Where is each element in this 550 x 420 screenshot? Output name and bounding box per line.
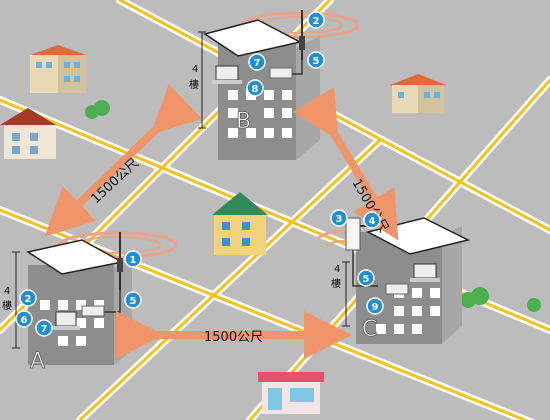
- building-c-letter: C: [362, 317, 377, 342]
- svg-text:3: 3: [336, 214, 343, 225]
- svg-text:9: 9: [372, 302, 379, 313]
- arrow-b-c: [293, 87, 399, 241]
- building-b-letter: B: [236, 109, 251, 134]
- svg-text:7: 7: [41, 324, 48, 335]
- svg-text:6: 6: [21, 315, 28, 326]
- svg-text:2: 2: [313, 16, 320, 27]
- badge-a-left-2: 2: [19, 289, 37, 307]
- building-b-floor-unit: 樓: [189, 78, 199, 91]
- badge-b-laptop: 7: [248, 53, 266, 71]
- badge-b-cable: 8: [246, 79, 264, 97]
- arrow-a-b: [44, 84, 202, 237]
- building-a-letter: A: [30, 349, 45, 374]
- house-top-left: [30, 45, 86, 93]
- badge-c-cable: 9: [366, 297, 384, 315]
- badge-a-left-6: 6: [15, 310, 33, 328]
- svg-text:8: 8: [252, 84, 259, 95]
- building-b-floor-number: 4: [192, 64, 198, 75]
- svg-text:4: 4: [369, 216, 376, 227]
- distance-arrows: [44, 84, 399, 359]
- building-a-floor-number: 4: [4, 286, 10, 297]
- svg-text:1: 1: [130, 255, 137, 266]
- house-green-center: [212, 192, 268, 255]
- badges: 2 5 7 8 1 2 6 7 5 3 4 5 9: [15, 11, 384, 337]
- badge-a-laptop: 7: [35, 319, 53, 337]
- badge-c-router: 5: [357, 269, 375, 287]
- building-c-floor-unit: 樓: [331, 277, 341, 290]
- badge-c-panel: 3: [330, 209, 348, 227]
- badge-a-antenna: 1: [124, 250, 142, 268]
- badge-b-router: 5: [307, 51, 325, 69]
- svg-text:2: 2: [25, 294, 32, 305]
- badge-a-router: 5: [124, 291, 142, 309]
- building-a-floor-unit: 樓: [2, 299, 12, 312]
- building-c-floor-number: 4: [334, 264, 340, 275]
- svg-text:5: 5: [363, 274, 370, 285]
- distance-label-a-c: 1500公尺: [204, 330, 263, 345]
- svg-text:5: 5: [130, 296, 137, 307]
- svg-text:5: 5: [313, 56, 320, 67]
- badge-c-mount: 4: [363, 211, 381, 229]
- svg-text:7: 7: [254, 58, 261, 69]
- shop-bottom: [258, 372, 324, 414]
- building-a: A 4 樓: [2, 231, 178, 374]
- badge-b-antenna: 2: [307, 11, 325, 29]
